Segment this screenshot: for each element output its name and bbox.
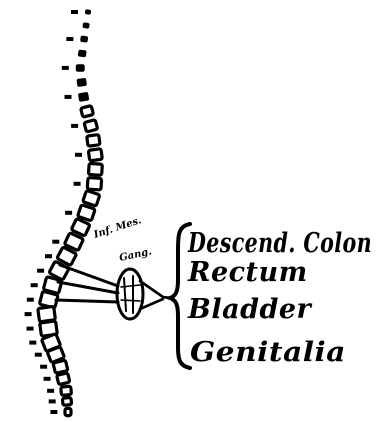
- vertebra: [88, 163, 102, 175]
- vertebra: [62, 397, 71, 405]
- spinal-nerve-tick: [47, 389, 54, 393]
- postganglionic-fibers: [140, 281, 172, 309]
- organ-brace: [170, 224, 190, 368]
- ganglion: [117, 269, 143, 319]
- vertebra: [76, 78, 87, 87]
- spinal-nerve-tick: [27, 327, 34, 331]
- spinal-nerve-tick: [71, 124, 78, 128]
- vertebra: [57, 373, 70, 385]
- organ-genitalia: Genitalia: [190, 337, 346, 368]
- spinal-nerve-tick: [29, 341, 36, 345]
- vertebra: [61, 386, 72, 395]
- vertebra: [81, 106, 94, 118]
- vertebra: [38, 306, 56, 321]
- spinal-nerve-tick: [52, 240, 59, 244]
- vertebra: [65, 408, 71, 415]
- vertebra: [84, 120, 98, 132]
- organ-rectum: Rectum: [187, 257, 308, 288]
- spinal-nerve-tick: [65, 95, 72, 99]
- vertebra: [78, 92, 89, 102]
- vertebra: [76, 64, 85, 72]
- spinal-nerve-tick: [75, 153, 82, 157]
- vertebra: [85, 9, 92, 15]
- organ-bladder: Bladder: [187, 294, 313, 325]
- spinal-nerve-tick: [62, 66, 69, 70]
- spinal-nerve-tick: [44, 377, 51, 381]
- vertebra: [87, 178, 101, 190]
- vertebra: [87, 135, 100, 147]
- spinal-nerve-tick: [74, 182, 81, 186]
- spinal-nerve-tick: [37, 269, 44, 273]
- spinal-nerve-tick: [25, 312, 32, 316]
- spinal-nerve-tick: [31, 283, 38, 287]
- spinal-nerve-tick: [65, 211, 72, 215]
- spinal-nerve-tick: [27, 298, 34, 302]
- ganglion-label-line2: Gang.: [118, 246, 152, 264]
- organ-descending-colon: Descend. Colon: [187, 228, 372, 259]
- spinal-nerve-tick: [71, 10, 78, 14]
- vertebra: [53, 360, 68, 373]
- spinal-nerve-tick: [66, 37, 73, 41]
- ganglion-label-line1: Inf. Mes.: [92, 215, 143, 241]
- vertebra: [80, 35, 88, 42]
- spinal-nerve-tick: [45, 254, 52, 258]
- vertebra: [78, 49, 87, 57]
- vertebra: [83, 190, 100, 206]
- vertebra: [88, 149, 102, 161]
- spinal-nerve-tick: [40, 365, 47, 369]
- vertebra: [82, 22, 89, 29]
- spinal-nerve-tick: [49, 399, 56, 403]
- spinal-nerve-tick: [50, 410, 57, 414]
- spinal-nerve-tick: [35, 353, 42, 357]
